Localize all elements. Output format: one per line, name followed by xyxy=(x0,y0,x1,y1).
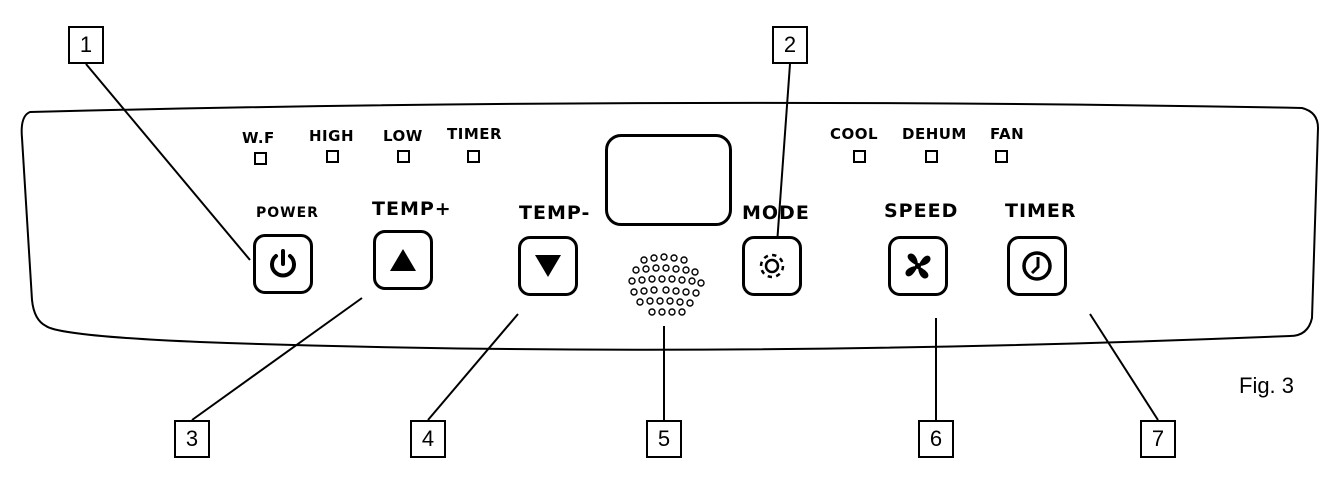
down-arrow-icon xyxy=(535,255,561,277)
indicator-led-low xyxy=(397,150,410,163)
callout-7: 7 xyxy=(1140,420,1176,458)
indicator-label-dehum: DEHUM xyxy=(902,125,967,143)
indicator-led-dehum xyxy=(925,150,938,163)
callout-5: 5 xyxy=(646,420,682,458)
power-button[interactable] xyxy=(253,234,313,294)
callout-2: 2 xyxy=(772,26,808,64)
callout-1: 1 xyxy=(68,26,104,64)
power-icon xyxy=(270,249,296,278)
indicator-led-high xyxy=(326,150,339,163)
up-arrow-icon xyxy=(390,249,416,271)
leader-line-3 xyxy=(191,297,363,421)
indicator-label-high: HIGH xyxy=(309,127,355,145)
leader-lines xyxy=(85,63,1159,421)
indicator-label-wf: W.F xyxy=(242,129,275,147)
lcd-display xyxy=(605,134,732,226)
speed-button-label: SPEED xyxy=(884,200,959,222)
indicator-led-wf xyxy=(254,152,267,165)
power-button-label: POWER xyxy=(256,205,319,221)
leader-line-4 xyxy=(427,313,519,421)
callout-3: 3 xyxy=(174,420,210,458)
indicator-label-timer: TIMER xyxy=(447,125,503,143)
timer-button-label: TIMER xyxy=(1005,200,1077,222)
timer-button[interactable] xyxy=(1007,236,1067,296)
temp-down-button-label: TEMP- xyxy=(519,202,591,224)
temp-down-button[interactable] xyxy=(518,236,578,296)
panel-outline xyxy=(20,101,1320,351)
mode-button-label: MODE xyxy=(742,202,810,224)
indicator-led-timer xyxy=(467,150,480,163)
callout-6: 6 xyxy=(918,420,954,458)
indicator-label-low: LOW xyxy=(383,127,423,145)
callout-4: 4 xyxy=(410,420,446,458)
leader-line-7 xyxy=(1089,313,1159,421)
leader-line-2 xyxy=(775,63,791,259)
clock-icon xyxy=(1022,251,1052,281)
indicator-label-fan: FAN xyxy=(990,125,1025,143)
indicator-led-fan xyxy=(995,150,1008,163)
fan-icon xyxy=(905,253,931,279)
mode-button[interactable] xyxy=(742,236,802,296)
speed-button[interactable] xyxy=(888,236,948,296)
receiver-sensor-icon xyxy=(628,253,705,316)
indicator-label-cool: COOL xyxy=(830,125,879,143)
gear-icon xyxy=(759,253,785,279)
indicator-led-cool xyxy=(853,150,866,163)
temp-up-button-label: TEMP+ xyxy=(372,198,452,220)
figure-caption: Fig. 3 xyxy=(1239,373,1295,398)
temp-up-button[interactable] xyxy=(373,230,433,290)
leader-line-1 xyxy=(85,63,251,261)
